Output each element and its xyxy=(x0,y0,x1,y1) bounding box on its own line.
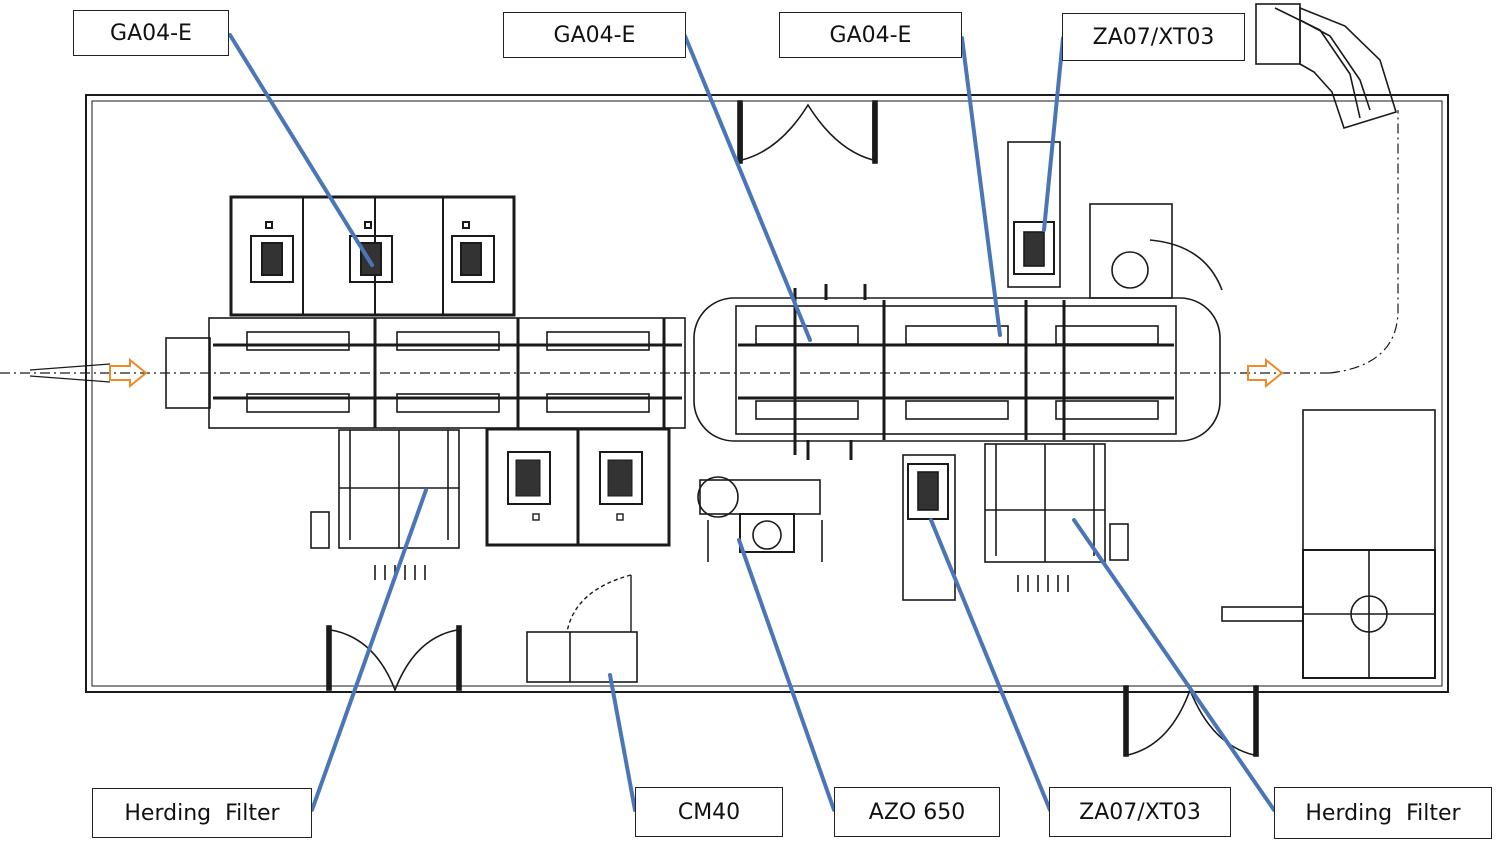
ga04e-cabinets-bottom xyxy=(485,427,671,547)
door-bottom-left xyxy=(326,625,462,693)
rotary-outfeed xyxy=(1255,3,1397,129)
equipment-stand-right xyxy=(1221,409,1436,679)
azo650-unit xyxy=(697,476,823,562)
door-top xyxy=(737,100,878,164)
leader-bottom-azo xyxy=(737,538,836,812)
label-cm40-bottom: CM40 xyxy=(635,787,783,837)
ga04e-cabinets-top xyxy=(229,195,516,317)
label-za07-top-right: ZA07/XT03 xyxy=(1062,13,1245,61)
conveyor-left xyxy=(165,317,686,429)
leader-top-left xyxy=(228,33,374,267)
za07-robot-bottom xyxy=(902,454,956,601)
leader-lines xyxy=(228,33,1276,812)
label-herding-filter-bottom-left: Herding Filter xyxy=(92,788,312,838)
cm40-unit xyxy=(526,631,638,683)
za07-robot-top xyxy=(1007,141,1061,288)
product-flow-line xyxy=(0,110,1399,374)
leader-bottom-right xyxy=(1072,518,1276,812)
flow-arrow-in xyxy=(109,357,148,389)
leader-bottom-za xyxy=(929,518,1052,812)
flow-arrow-out xyxy=(1247,357,1284,389)
leader-bottom-left xyxy=(310,488,428,812)
label-ga04e-top-mid-left: GA04-E xyxy=(503,12,686,58)
label-ga04e-top-left: GA04-E xyxy=(73,10,229,56)
leader-top-right xyxy=(1042,36,1065,232)
leader-top-mid-right xyxy=(960,36,1002,337)
label-ga04e-top-mid-right: GA04-E xyxy=(779,12,962,58)
leader-top-mid-left xyxy=(683,34,812,342)
door-cm40 xyxy=(566,574,632,633)
label-herding-filter-bottom-right: Herding Filter xyxy=(1274,787,1492,839)
room-walls xyxy=(85,94,1449,693)
leader-bottom-cm40 xyxy=(608,673,637,812)
infeed-guide xyxy=(29,363,111,383)
door-bottom-right xyxy=(1123,685,1259,757)
label-za07-bottom: ZA07/XT03 xyxy=(1049,787,1231,837)
herding-filter-left-unit xyxy=(310,429,460,580)
conveyor-right xyxy=(693,284,1221,460)
label-azo650-bottom: AZO 650 xyxy=(834,787,1000,837)
operator-station xyxy=(1089,203,1223,299)
herding-filter-right-unit xyxy=(984,443,1129,592)
